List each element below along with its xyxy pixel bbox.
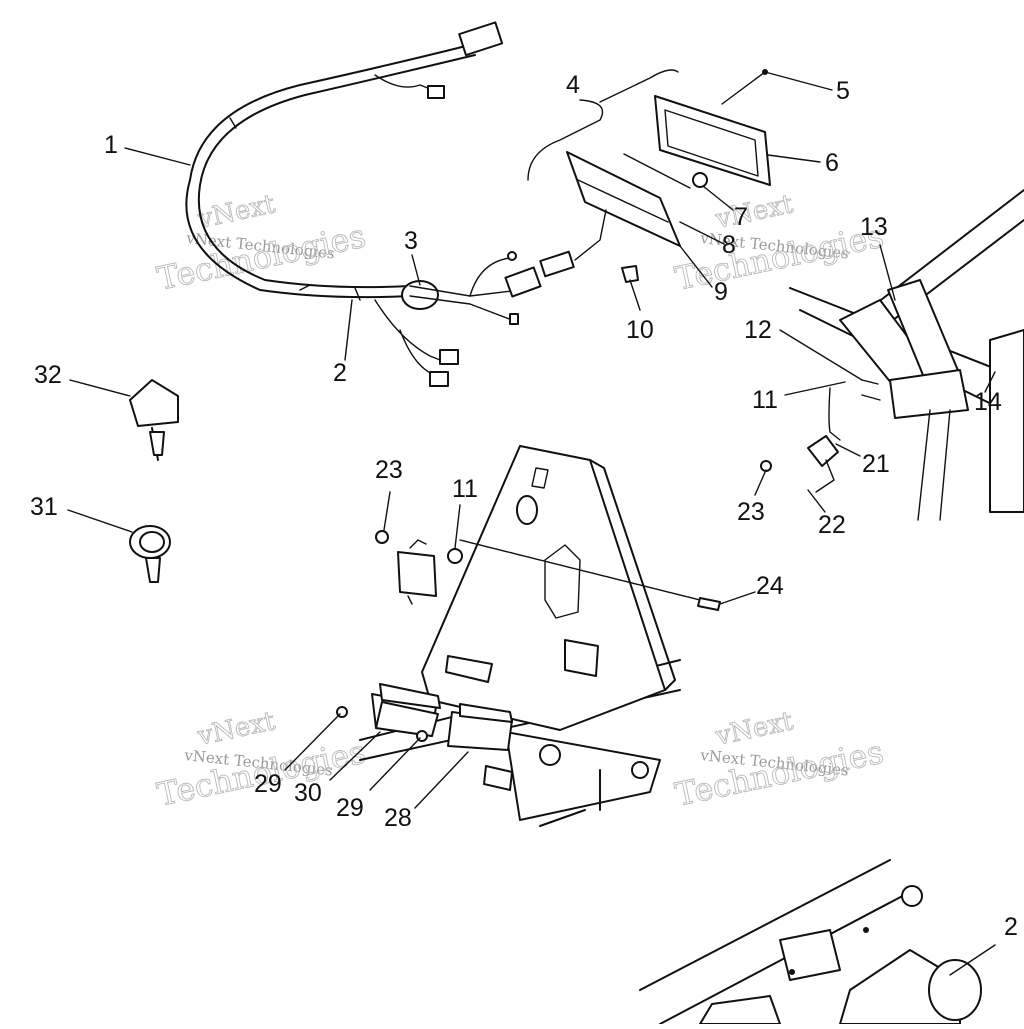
callout-11-left: 11 bbox=[452, 475, 478, 503]
right-upper-frame bbox=[760, 189, 1024, 521]
callout-23-left: 23 bbox=[375, 456, 403, 484]
callout-10: 10 bbox=[626, 316, 654, 344]
tail-light-lens bbox=[654, 95, 771, 186]
resistor-blocks bbox=[336, 683, 513, 751]
callout-24: 24 bbox=[756, 572, 784, 600]
svg-text:vNext: vNext bbox=[712, 189, 796, 235]
callout-32: 32 bbox=[34, 361, 62, 389]
harness-plug-low1 bbox=[439, 349, 459, 365]
bottom-right-frame bbox=[639, 859, 982, 1025]
svg-text:vNext: vNext bbox=[712, 706, 796, 752]
fastener-32 bbox=[129, 379, 179, 461]
leader-lines bbox=[67, 71, 996, 976]
callout-5: 5 bbox=[836, 77, 850, 105]
harness-plug-low2 bbox=[429, 371, 449, 387]
callout-2-bottom: 2 bbox=[1004, 913, 1018, 941]
callout-3: 3 bbox=[404, 227, 418, 255]
tail-light-housing bbox=[566, 151, 681, 247]
svg-text:vNext: vNext bbox=[194, 189, 278, 235]
callout-30: 30 bbox=[294, 779, 322, 807]
watermark-bottom-right: vNext vNext Technologies Technologies bbox=[671, 706, 887, 815]
callout-1: 1 bbox=[104, 131, 118, 159]
callout-13: 13 bbox=[860, 213, 888, 241]
callout-8: 8 bbox=[722, 231, 736, 259]
frame-panel bbox=[359, 445, 681, 827]
harness-plug-mid bbox=[504, 266, 542, 298]
tail-plug bbox=[539, 250, 575, 278]
callout-6: 6 bbox=[825, 149, 839, 177]
relay-23-11 bbox=[375, 530, 721, 611]
callout-2: 2 bbox=[333, 359, 347, 387]
callout-28: 28 bbox=[384, 804, 412, 832]
callout-21: 21 bbox=[862, 450, 890, 478]
callout-4: 4 bbox=[566, 71, 580, 99]
svg-text:vNext: vNext bbox=[194, 706, 278, 752]
watermark-top-right: vNext vNext Technologies Technologies bbox=[671, 189, 887, 299]
callout-labels: 1 2 3 4 5 6 7 8 9 10 11 11 12 13 14 21 2… bbox=[30, 71, 1018, 941]
callout-11-right: 11 bbox=[752, 386, 778, 414]
tail-bulb bbox=[692, 172, 708, 188]
tail-light-assembly bbox=[527, 69, 771, 283]
harness-plug-small bbox=[427, 85, 445, 99]
clip-31 bbox=[129, 525, 171, 583]
callout-29-right: 29 bbox=[336, 794, 364, 822]
callout-7: 7 bbox=[734, 203, 748, 231]
clip-10 bbox=[621, 265, 639, 283]
wire-harness bbox=[185, 21, 542, 387]
callout-22: 22 bbox=[818, 511, 846, 539]
callout-29-left: 29 bbox=[254, 770, 282, 798]
harness-connector-3 bbox=[401, 280, 439, 310]
callout-31: 31 bbox=[30, 493, 58, 521]
callout-23-right: 23 bbox=[737, 498, 765, 526]
harness-plug-top bbox=[458, 21, 504, 57]
callout-9: 9 bbox=[714, 278, 728, 306]
svg-text:Technologies: Technologies bbox=[672, 733, 887, 814]
callout-12: 12 bbox=[744, 316, 772, 344]
callout-14: 14 bbox=[974, 388, 1002, 416]
